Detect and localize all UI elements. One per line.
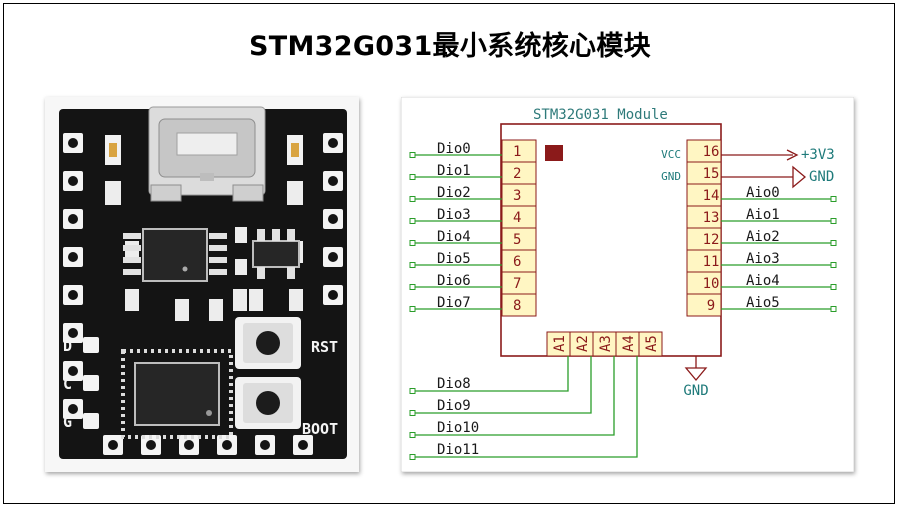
left-net-label: Dio6 [437,273,471,289]
left-pin-number: 4 [513,210,521,226]
right-pin-terminal [830,284,837,290]
bottom-pin-terminal [409,388,416,394]
boot-button-part [235,377,301,429]
right-net-label: Aio3 [746,251,780,267]
left-pin-number: 7 [513,276,521,292]
regulator-chip [123,228,227,282]
bottom-pin-terminal [409,410,416,416]
right-net-label: Aio1 [746,207,780,223]
right-pin-number: 11 [703,254,720,270]
bottom-pin-number: A5 [644,335,660,352]
page-title: STM32G031最小系统核心模块 [249,31,651,62]
left-net-label: Dio1 [437,163,471,179]
right-pin-number: 15 [703,166,720,182]
swd-g-label: G [63,413,72,431]
swd-c-label: C [63,375,72,393]
right-net-label: Aio5 [746,295,780,311]
bottom-pin-number: A2 [575,335,591,352]
bottom-pin-number: A3 [598,335,614,352]
bottom-pin-terminal [409,432,416,438]
right-pin-number: 9 [707,298,715,314]
swd-d-label: D [63,337,72,355]
bottom-pin-number: A1 [552,335,568,352]
left-pin-number: 3 [513,188,521,204]
bottom-net-label: Dio10 [437,420,479,436]
left-pin-number: 6 [513,254,521,270]
bottom-net-label: Dio9 [437,398,471,414]
right-net-label: Aio2 [746,229,780,245]
board-photo: RST BOOT D C G [45,97,359,472]
bottom-net-label: Dio11 [437,442,479,458]
right-pin-terminal [830,306,837,312]
sot-chip [252,229,300,279]
vcc-arrow-symbol [786,149,799,161]
left-pin-number: 8 [513,298,521,314]
right-pin-terminal [830,196,837,202]
gnd-arrow-symbol [792,165,807,189]
left-pin-terminal [409,218,416,224]
pin1-marker [545,145,563,161]
left-pin-number: 5 [513,232,521,248]
right-pin-cell [686,293,722,317]
bottom-pin-cell [638,331,663,357]
right-pin-function: GND [661,170,681,183]
left-pin-cell [501,293,537,317]
schematic: STM32G031 Module 1Dio02Dio13Dio24Dio35Di… [401,97,854,472]
right-pin-number: 12 [703,232,720,248]
usb-connector [148,106,266,202]
right-pin-number: 16 [703,144,720,160]
right-pin-number: 10 [703,276,720,292]
right-pin-terminal [830,262,837,268]
gnd-net-label: GND [809,169,834,185]
left-pin-group: 1 Dio0 2 Dio1 3 Dio2 4 Dio3 5 Dio4 6 Dio5 7 Dio6 8 Dio7 [409,139,537,317]
left-pin-number: 2 [513,166,521,182]
left-pin-terminal [409,240,416,246]
right-pin-number: 14 [703,188,720,204]
bottom-gnd-label: GND [683,383,708,399]
leds [105,135,303,165]
module-name-label: STM32G031 Module [533,107,668,123]
bottom-pin-wire [413,356,638,458]
rst-label: RST [311,338,338,356]
left-net-label: Dio0 [437,141,471,157]
outer-frame [3,3,895,504]
right-pin-terminal [830,218,837,224]
left-pin-number: 1 [513,144,521,160]
left-net-label: Dio3 [437,207,471,223]
pcb [59,109,347,459]
left-net-label: Dio4 [437,229,471,245]
left-net-label: Dio5 [437,251,471,267]
left-net-label: Dio7 [437,295,471,311]
right-pin-function: VCC [661,148,681,161]
right-net-label: Aio0 [746,185,780,201]
left-pin-terminal [409,284,416,290]
mcu-chip [121,349,233,439]
bottom-net-label: Dio8 [437,376,471,392]
left-pin-terminal [409,196,416,202]
boot-label: BOOT [302,420,338,438]
left-pin-terminal [409,152,416,158]
bottom-pin-number: A4 [621,335,637,352]
passives [105,181,303,321]
right-pin-number: 13 [703,210,720,226]
right-net-label: Aio4 [746,273,780,289]
bottom-pin-wire [413,356,569,392]
rst-button-part [235,317,301,369]
left-net-label: Dio2 [437,185,471,201]
swd-pads [83,337,99,429]
bottom-pin-wire [413,356,592,414]
bottom-pin-wire [413,356,615,436]
left-pin-terminal [409,262,416,268]
bottom-pin-terminal [409,454,416,460]
left-pin-terminal [409,174,416,180]
right-pin-terminal [830,240,837,246]
vcc-net-label: +3V3 [801,147,835,163]
bottom-gnd-symbol [684,367,708,382]
left-pin-terminal [409,306,416,312]
